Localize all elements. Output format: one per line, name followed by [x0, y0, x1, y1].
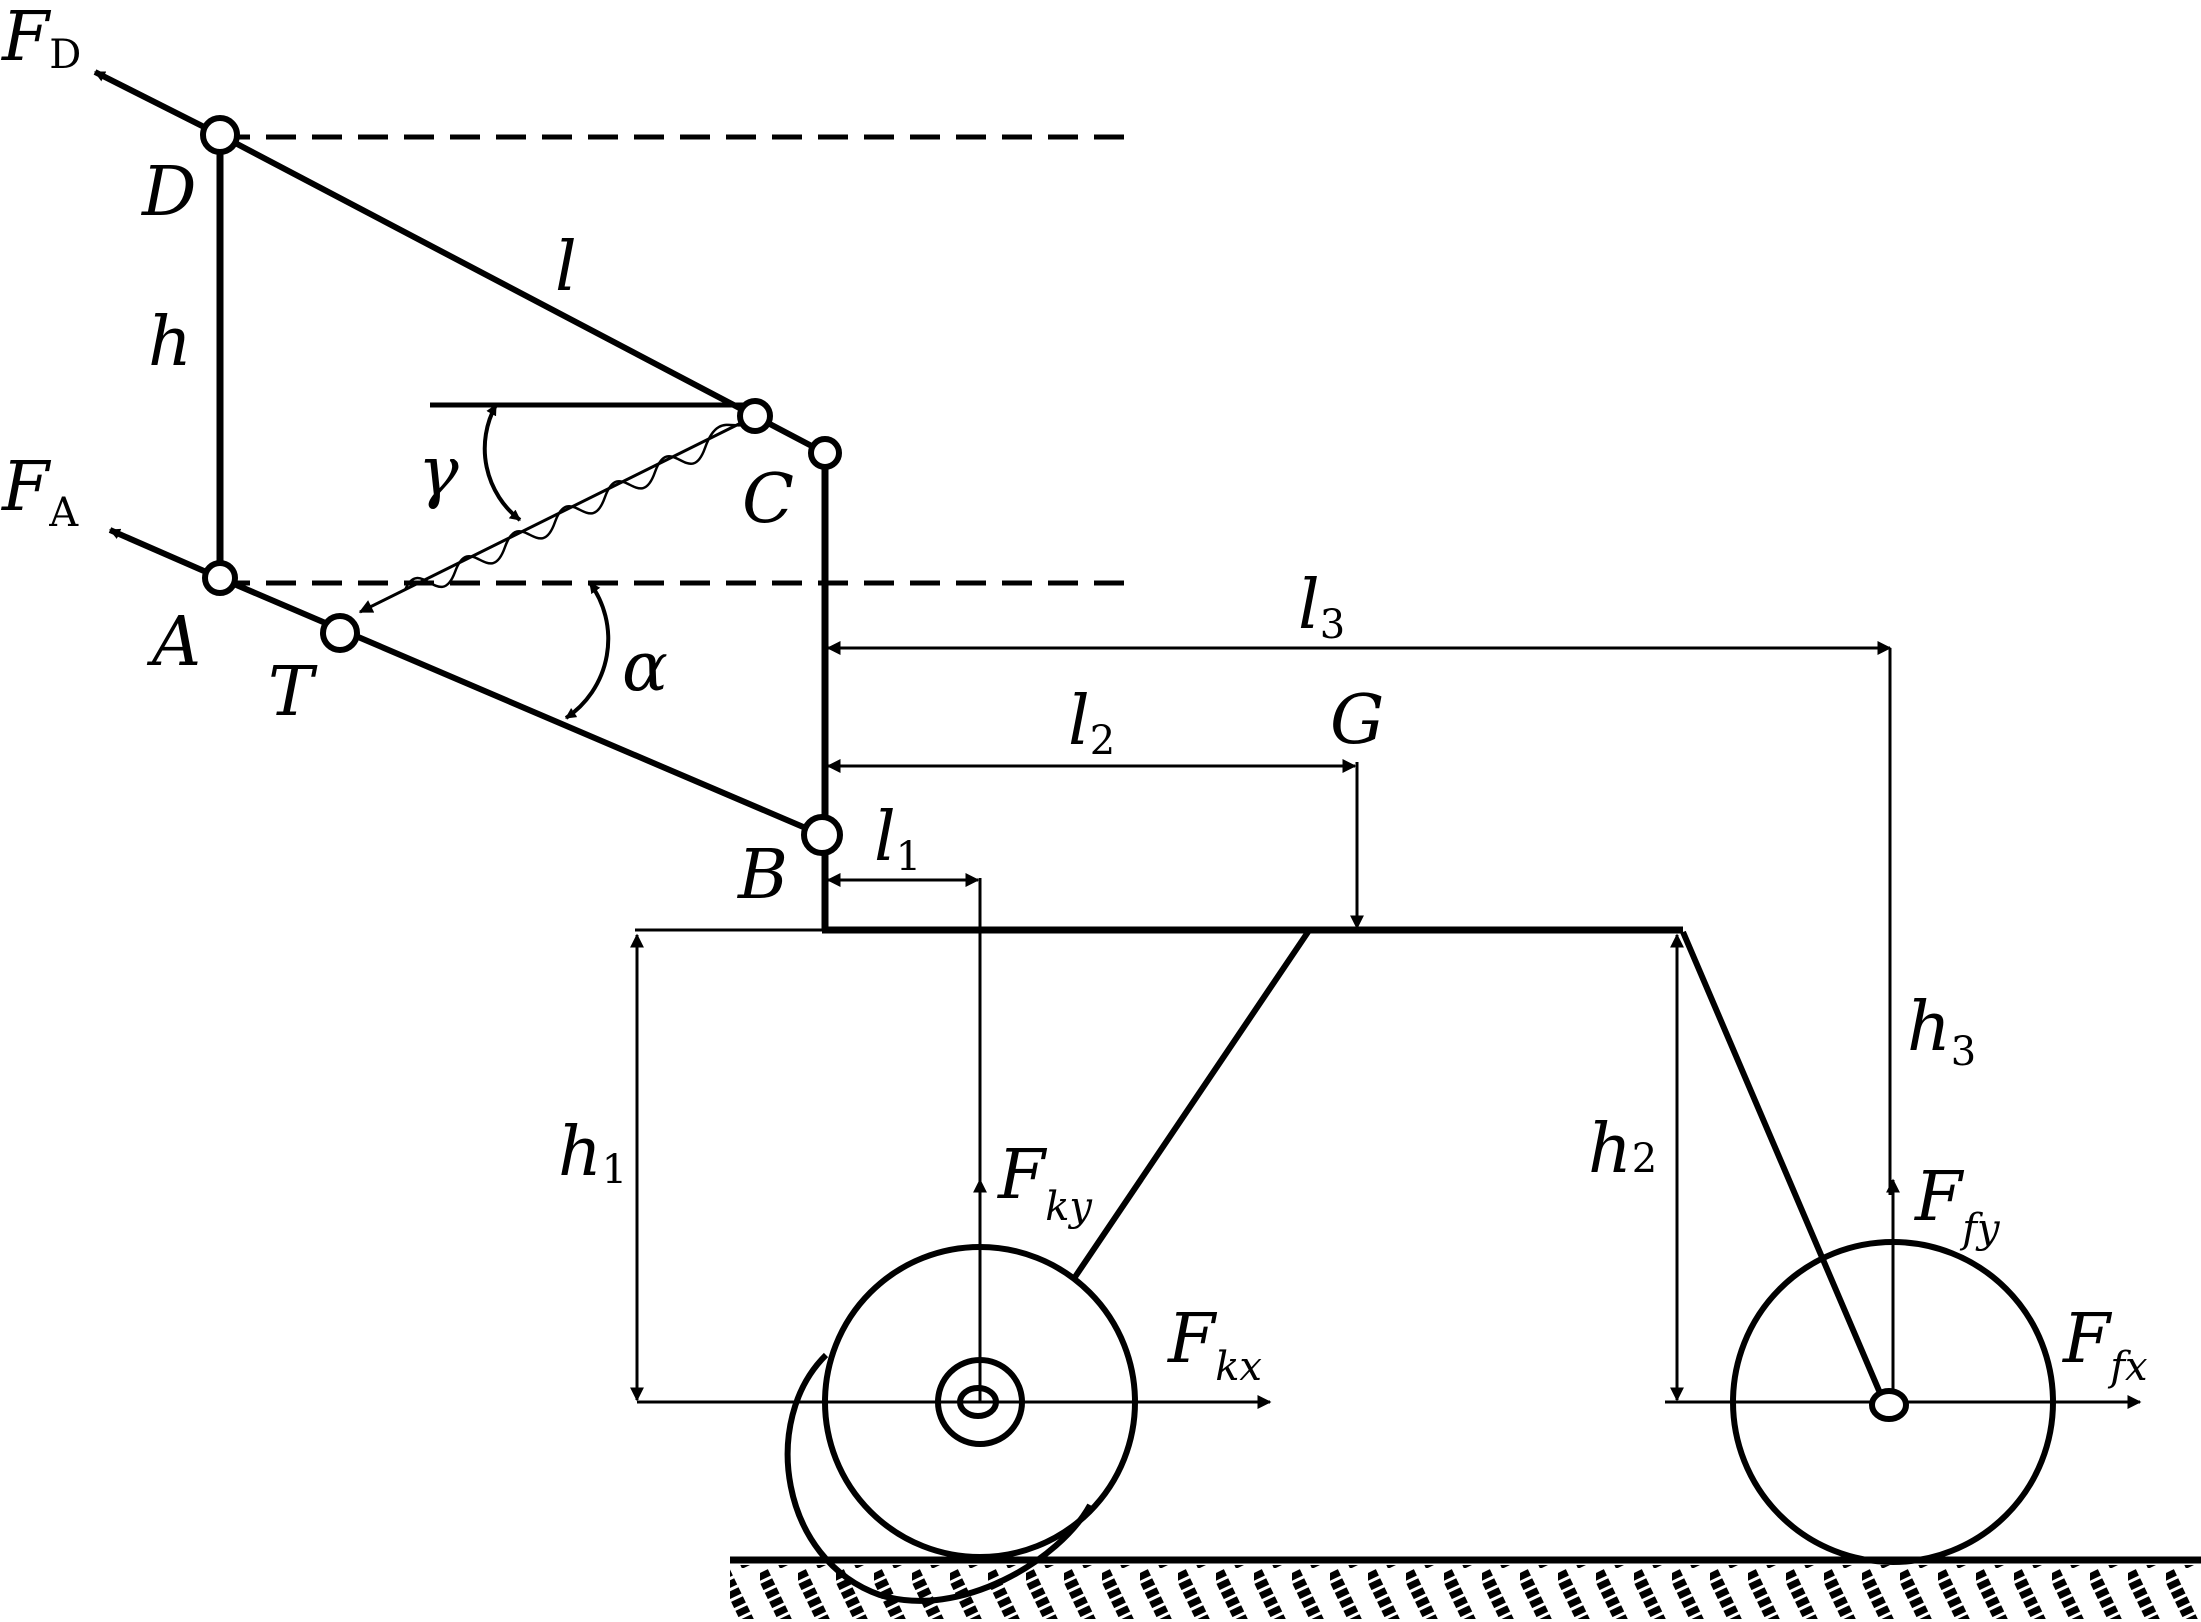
cylinder-spring [403, 415, 757, 591]
force-FA-arrow [108, 527, 222, 581]
gamma-arc [482, 404, 522, 522]
joint-D [200, 115, 240, 155]
rear-axle-inner [957, 1385, 999, 1419]
label-l1: l1 [874, 798, 921, 880]
label-Fkx: Fkx [1166, 1300, 1262, 1390]
label-h: h [148, 303, 192, 382]
alpha-arc [564, 581, 611, 720]
joint-C-cylinder [737, 398, 773, 434]
top-link-DC [218, 132, 827, 456]
rear-strut [1072, 930, 1311, 1279]
front-strut [1680, 930, 1886, 1402]
force-FD-arrow [93, 69, 222, 138]
label-B: B [736, 836, 788, 915]
joint-C [808, 436, 842, 470]
label-G: G [1330, 681, 1384, 760]
label-D: D [140, 153, 197, 232]
joint-A [202, 560, 238, 596]
label-Ffx: Ffx [2061, 1300, 2148, 1390]
lower-link-AB [218, 575, 824, 838]
label-alpha: α [622, 628, 668, 707]
label-h1: h1 [558, 1113, 627, 1193]
joint-T [320, 613, 360, 653]
label-gamma: γ [418, 433, 459, 512]
label-h3: h3 [1907, 988, 1976, 1075]
label-T: T [268, 653, 318, 732]
rear-axle-outer [935, 1357, 1025, 1447]
joint-B [801, 814, 843, 856]
label-h2: h2 [1588, 1110, 1657, 1189]
front-axle [1869, 1388, 1909, 1422]
ground-hatch [730, 1565, 2201, 1619]
label-l: l [555, 228, 577, 307]
label-C: C [742, 460, 794, 539]
label-FA: FA [0, 448, 79, 536]
label-l2: l2 [1068, 682, 1115, 764]
label-Fky: Fky [996, 1136, 1093, 1230]
label-Ffy: Ffy [1913, 1158, 2001, 1252]
label-A: A [146, 603, 201, 682]
label-l3: l3 [1298, 566, 1345, 648]
label-FD: FD [0, 0, 81, 78]
